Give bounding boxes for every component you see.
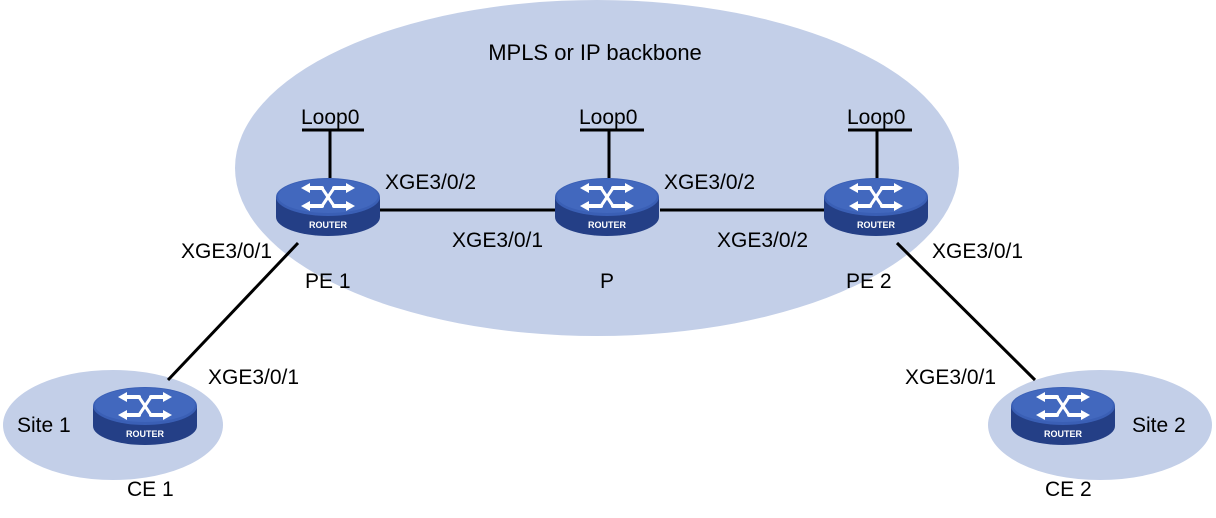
svg-text:ROUTER: ROUTER <box>857 220 896 230</box>
link-pe2-ce2 <box>895 241 1037 382</box>
loopback-label-pe2: Loop0 <box>847 106 905 129</box>
interface-label-pe1-up: XGE3/0/2 <box>385 171 476 194</box>
backbone-cloud <box>235 0 959 336</box>
node-name-ce2: CE 2 <box>1045 478 1092 501</box>
svg-text:ROUTER: ROUTER <box>1044 429 1083 439</box>
link-pe1-ce1 <box>166 241 300 382</box>
interface-label-pe2-left: XGE3/0/2 <box>717 229 808 252</box>
interface-label-pe2-down: XGE3/0/1 <box>932 240 1023 263</box>
site-label-1: Site 1 <box>17 414 71 437</box>
node-name-ce1: CE 1 <box>127 478 174 501</box>
site-label-2: Site 2 <box>1132 414 1186 437</box>
loopback-label-pe1: Loop0 <box>301 106 359 129</box>
router-pe1: ROUTER <box>274 176 382 238</box>
node-name-pe1: PE 1 <box>305 270 351 293</box>
router-ce1: ROUTER <box>91 385 199 447</box>
svg-text:ROUTER: ROUTER <box>309 220 348 230</box>
backbone-label: MPLS or IP backbone <box>488 40 702 65</box>
router-pe2: ROUTER <box>822 176 930 238</box>
interface-label-p-left: XGE3/0/1 <box>452 229 543 252</box>
interface-label-p-right: XGE3/0/2 <box>664 171 755 194</box>
interface-label-ce2: XGE3/0/1 <box>905 366 996 389</box>
router-ce2: ROUTER <box>1009 385 1117 447</box>
interface-label-ce1: XGE3/0/1 <box>208 366 299 389</box>
svg-text:ROUTER: ROUTER <box>588 220 627 230</box>
node-name-p: P <box>600 270 614 293</box>
svg-text:ROUTER: ROUTER <box>126 429 165 439</box>
interface-label-pe1-down: XGE3/0/1 <box>181 240 272 263</box>
node-name-pe2: PE 2 <box>846 270 892 293</box>
loopback-label-p: Loop0 <box>579 106 637 129</box>
router-p: ROUTER <box>553 176 661 238</box>
